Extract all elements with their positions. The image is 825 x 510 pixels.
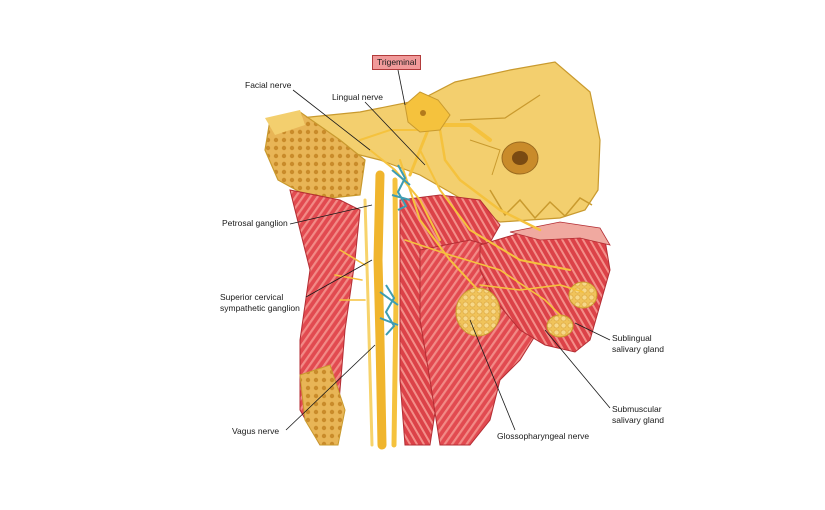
label-glossopharyngeal-nerve: Glossopharyngeal nerve <box>497 431 590 441</box>
mastoid-bone <box>264 110 366 199</box>
label-facial-nerve: Facial nerve <box>245 80 292 90</box>
label-sublingual-line1: Sublingual <box>612 333 652 343</box>
label-sublingual-line2: salivary gland <box>612 344 664 354</box>
label-lingual-nerve: Lingual nerve <box>332 92 384 102</box>
label-superior-cervical-line1: Superior cervical <box>220 292 284 302</box>
skull <box>299 61 601 223</box>
label-superior-cervical-line2: sympathetic ganglion <box>220 303 300 313</box>
salivary-glands <box>455 281 598 338</box>
sympathetic-ganglia <box>379 164 411 336</box>
neck-muscles <box>289 189 546 446</box>
leader-lines <box>285 69 611 431</box>
label-trigeminal: Trigeminal <box>372 55 422 70</box>
label-submuscular-line1: Submuscular <box>612 404 662 414</box>
label-vagus-nerve: Vagus nerve <box>232 426 280 436</box>
label-petrosal-ganglion: Petrosal ganglion <box>222 218 288 228</box>
label-submuscular-line2: salivary gland <box>612 415 664 425</box>
trigeminal-ganglion <box>404 91 451 133</box>
